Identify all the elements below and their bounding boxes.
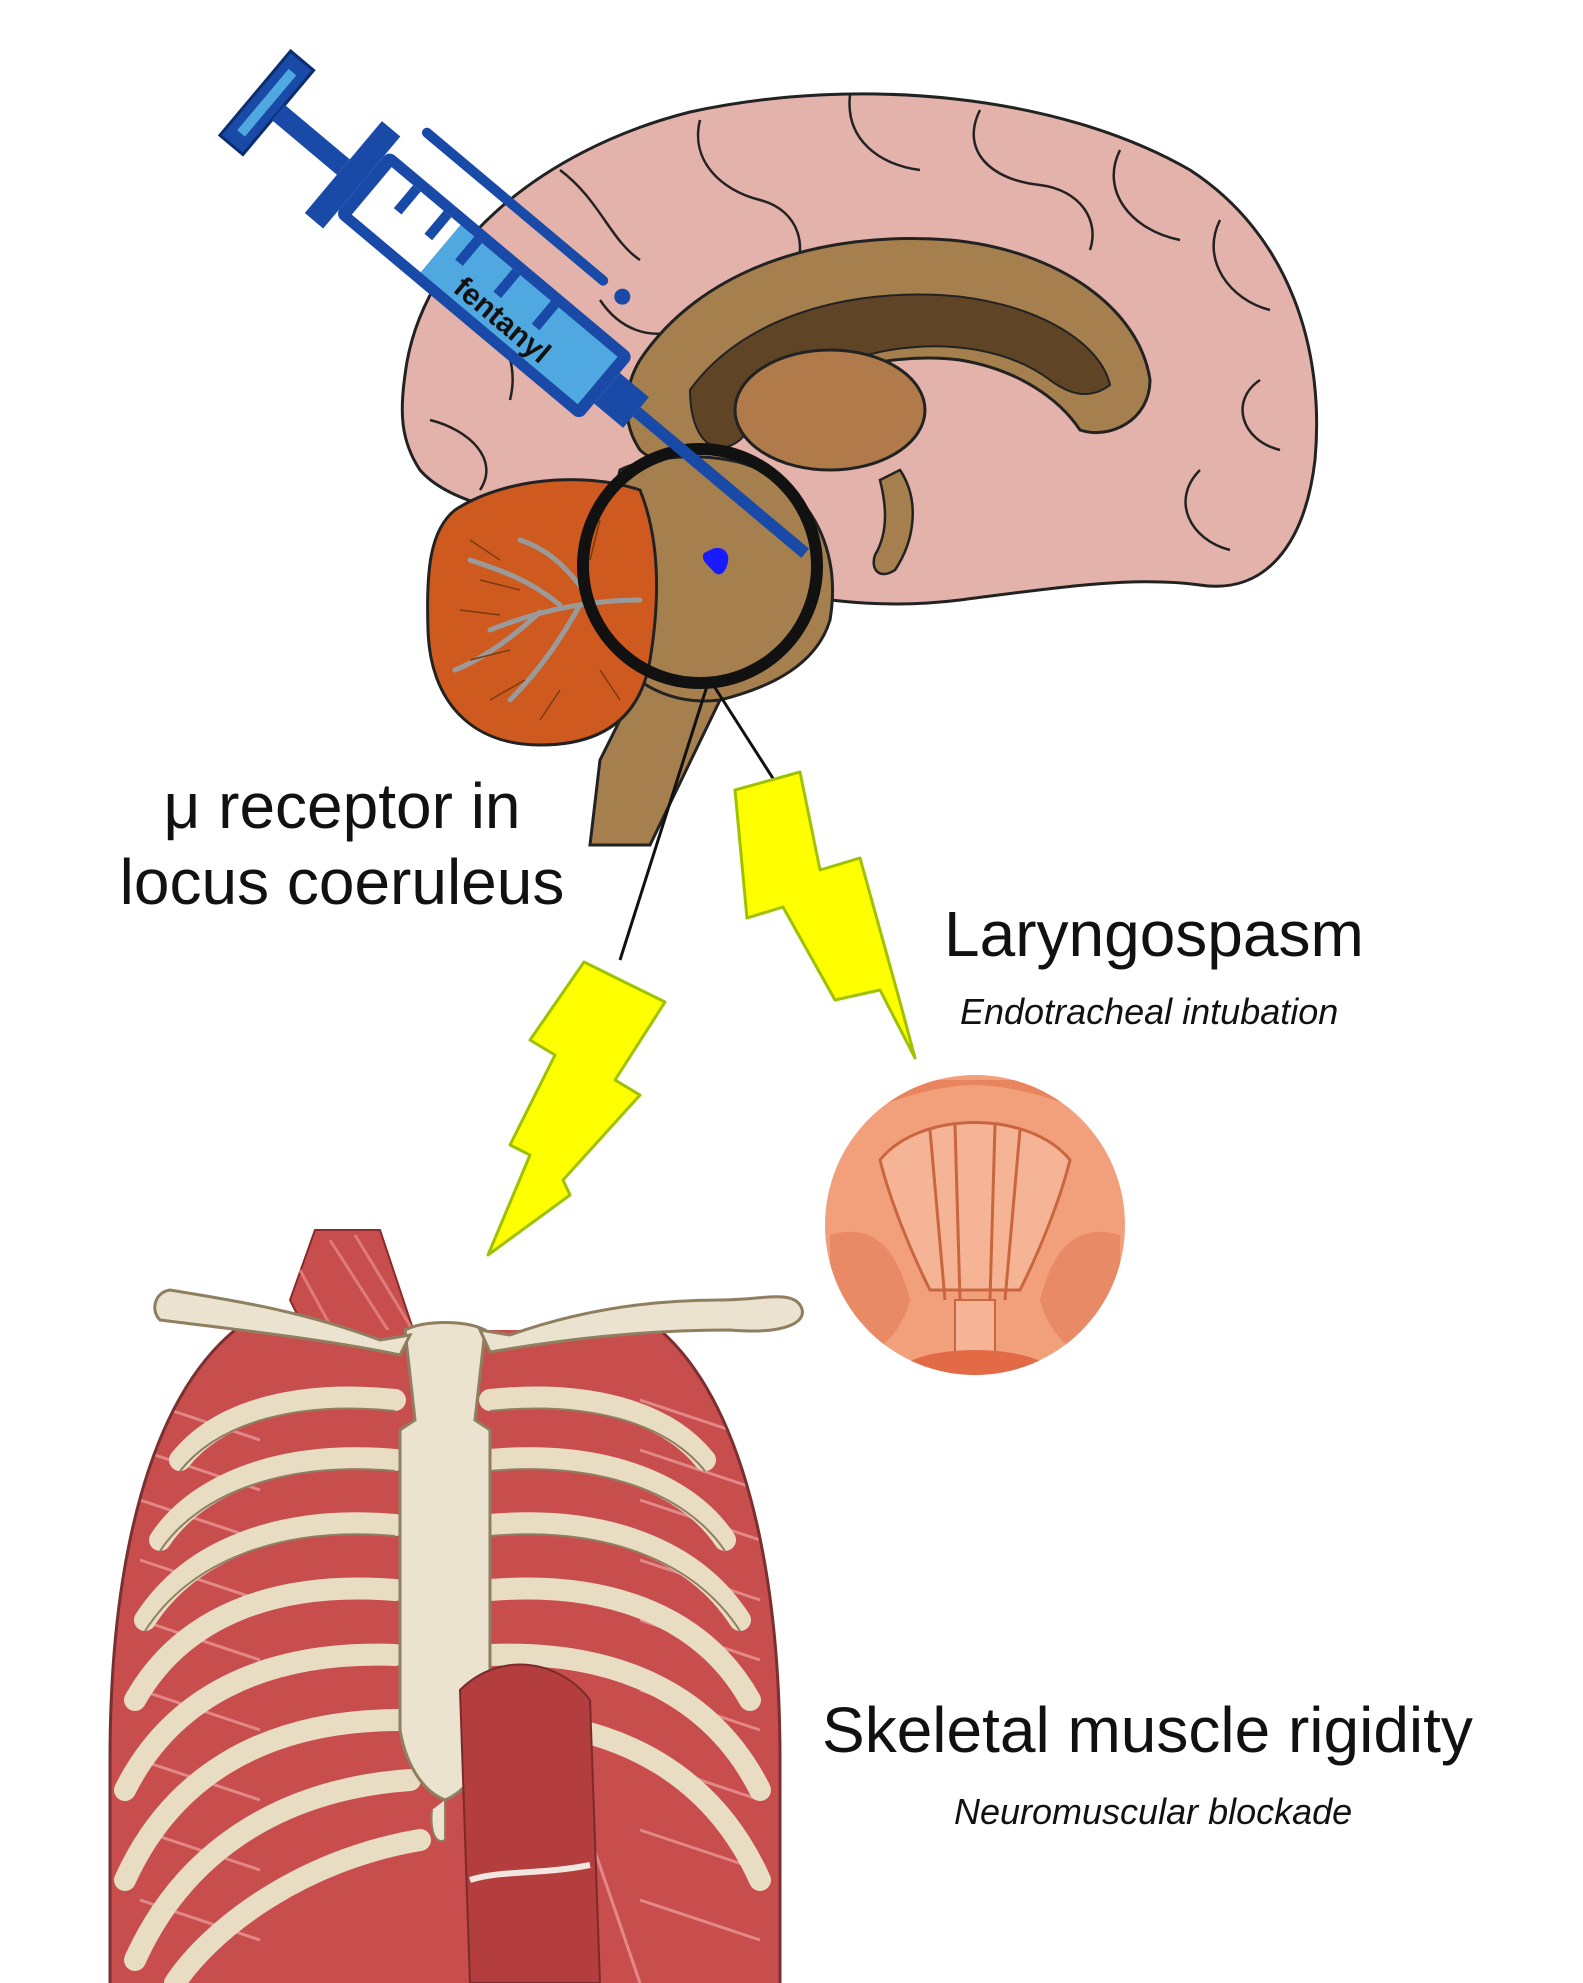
ribcage-muscles-icon xyxy=(100,1230,802,1983)
laryngospasm-subtitle: Endotracheal intubation xyxy=(960,990,1338,1034)
rigidity-title: Skeletal muscle rigidity xyxy=(822,1692,1473,1768)
lightning-bolt-icon xyxy=(488,962,665,1255)
laryngospasm-title: Laryngospasm xyxy=(944,896,1364,972)
rigidity-subtitle: Neuromuscular blockade xyxy=(954,1790,1352,1834)
receptor-label-line1: μ receptor in xyxy=(62,768,622,844)
thalamus xyxy=(735,350,925,470)
receptor-label: μ receptor in locus coeruleus xyxy=(62,768,622,920)
brain-sagittal-icon xyxy=(402,94,1316,845)
cerebellum xyxy=(428,480,657,745)
lightning-bolt-icon xyxy=(735,772,915,1058)
larynx-icon xyxy=(825,1075,1125,1380)
receptor-label-line2: locus coeruleus xyxy=(62,844,622,920)
